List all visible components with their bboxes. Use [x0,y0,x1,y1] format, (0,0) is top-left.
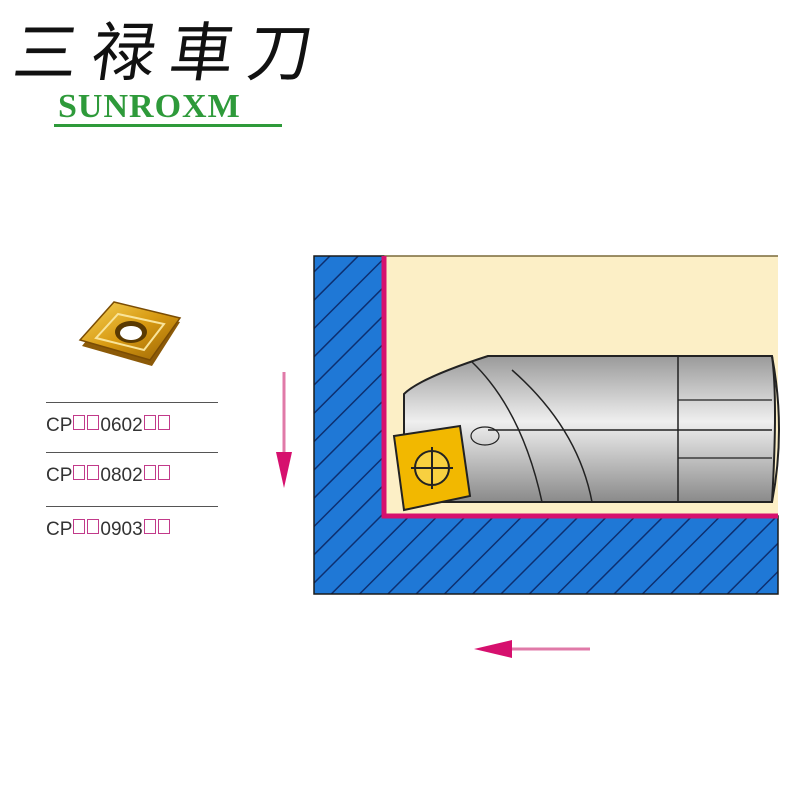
brand-logo-cjk: 三禄車刀 [8,17,332,91]
spec-code: 0802 [100,465,143,486]
placeholder-box [73,465,86,480]
placeholder-box [73,519,86,534]
brand-logo-underline [54,124,282,127]
spec-code: 0602 [100,415,143,436]
insert-icon [78,301,182,366]
tool-path-line [381,256,778,519]
placeholder-box [73,415,86,430]
down-arrow-icon [276,372,292,488]
tool-holder [403,355,780,503]
insert-spec-row: CP 0903 [46,506,218,560]
brand-logo-latin: SUNROXM [58,88,241,125]
spec-prefix: CP [46,519,73,540]
spec-code: 0903 [100,519,143,540]
placeholder-box [87,465,100,480]
spec-prefix: CP [46,415,73,436]
placeholder-box [87,415,100,430]
screw-icon [411,447,453,489]
left-arrow-icon [474,640,590,658]
placeholder-box [157,415,170,430]
boring-diagram [276,255,780,658]
placeholder-box [143,415,156,430]
insert-spec-list: CP 0602 CP 0802 CP 0903 [46,402,218,560]
spec-prefix: CP [46,465,73,486]
insert-spec-row: CP 0602 [46,402,218,452]
placeholder-box [143,519,156,534]
insert-spec-row: CP 0802 [46,452,218,506]
placeholder-box [87,519,100,534]
placeholder-box [157,465,170,480]
placeholder-box [157,519,170,534]
placeholder-box [143,465,156,480]
